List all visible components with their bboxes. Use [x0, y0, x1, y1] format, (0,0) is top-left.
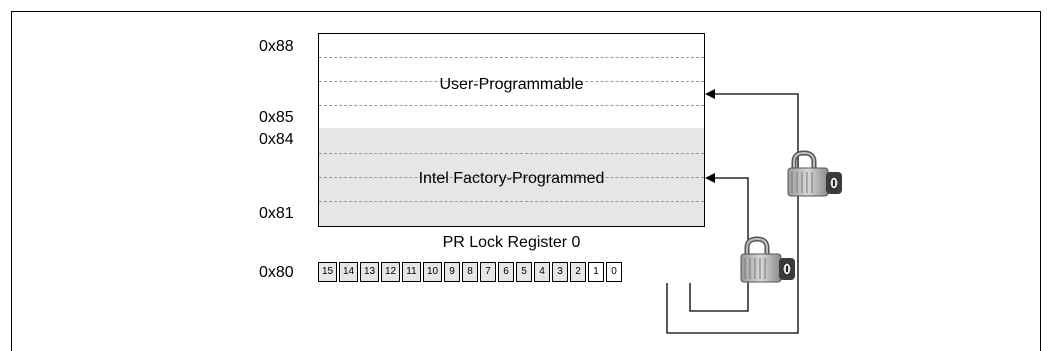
- row-divider: [319, 153, 704, 154]
- padlock-icon: [740, 236, 795, 283]
- register-bit-10: 10: [423, 262, 442, 282]
- row-divider: [319, 81, 704, 82]
- register-bit-11: 11: [402, 262, 421, 282]
- user-programmable-region: User-Programmable: [318, 33, 705, 130]
- intel-factory-programmed-text: Intel Factory-Programmed: [418, 170, 605, 187]
- user-programmable-text: User-Programmable: [439, 76, 584, 93]
- address-label-0x84: 0x84: [259, 131, 294, 148]
- register-bit-3: 3: [552, 262, 568, 282]
- register-bit-1: 1: [588, 262, 604, 282]
- address-label-0x80: 0x80: [259, 264, 294, 281]
- intel-factory-programmed-label: Intel Factory-Programmed: [319, 170, 704, 188]
- address-label-0x85: 0x85: [259, 109, 294, 126]
- row-divider: [319, 57, 704, 58]
- address-label-0x81: 0x81: [259, 205, 294, 222]
- address-label-0x88: 0x88: [259, 38, 294, 55]
- bit0-wire: [689, 177, 749, 312]
- bit1-wire: [666, 93, 799, 334]
- row-divider: [319, 177, 704, 178]
- register-bit-5: 5: [516, 262, 532, 282]
- register-bit-8: 8: [462, 262, 478, 282]
- register-bit-13: 13: [360, 262, 379, 282]
- register-title: PR Lock Register 0: [442, 234, 581, 251]
- register-bit-15: 15: [318, 262, 337, 282]
- padlock-icon: [787, 150, 842, 197]
- row-divider: [319, 105, 704, 106]
- diagram-frame: [11, 11, 1041, 351]
- user-programmable-label: User-Programmable: [319, 76, 704, 94]
- register-bit-6: 6: [498, 262, 514, 282]
- register-bit-12: 12: [381, 262, 400, 282]
- register-bit-4: 4: [534, 262, 550, 282]
- bit1-arrowhead: [705, 89, 715, 99]
- register-bit-9: 9: [444, 262, 460, 282]
- intel-factory-programmed-region: Intel Factory-Programmed: [318, 128, 705, 227]
- bit0-arrowhead: [705, 173, 715, 183]
- register-bit-7: 7: [480, 262, 496, 282]
- register-bit-14: 14: [339, 262, 358, 282]
- register-bit-2: 2: [570, 262, 586, 282]
- row-divider: [319, 201, 704, 202]
- register-bit-0: 0: [606, 262, 622, 282]
